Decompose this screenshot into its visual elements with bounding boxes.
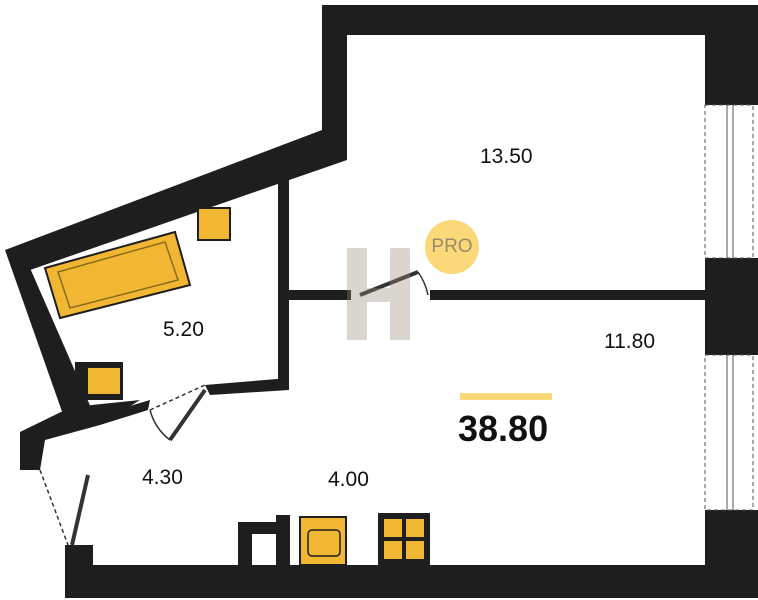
total-area-bar [460, 393, 552, 400]
bathtub [43, 230, 192, 320]
room-area-hallway: 4.30 [142, 466, 183, 489]
windows [704, 104, 754, 511]
room-area-living: 13.50 [480, 145, 533, 168]
total-area: 38.80 [458, 408, 549, 449]
watermark-logo [347, 248, 410, 340]
interior-walls [100, 180, 705, 425]
kitchen-sink [299, 516, 347, 566]
pro-badge: PRO [425, 220, 479, 274]
doors [39, 270, 429, 546]
room-area-kitchen: 4.00 [328, 468, 369, 491]
room-area-bedroom: 11.80 [604, 330, 655, 353]
toilet [75, 362, 123, 400]
stove [378, 513, 430, 565]
room-area-bathroom: 5.20 [163, 318, 204, 341]
kitchen-shelf [238, 515, 290, 566]
bathroom-sink [197, 207, 231, 241]
